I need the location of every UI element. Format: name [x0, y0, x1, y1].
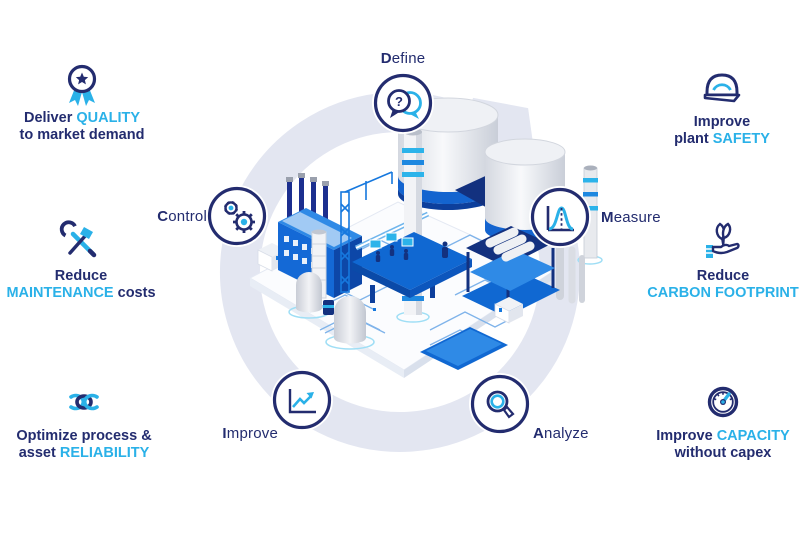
analyze-label: Analyze: [533, 425, 589, 442]
analyze-step-icon: [469, 373, 531, 435]
bell-curve-chart-icon: [546, 206, 574, 232]
step-label-initial: C: [157, 208, 169, 225]
benefit-text-line: asset RELIABILITY: [16, 445, 151, 462]
svg-text:?: ?: [395, 94, 403, 109]
define-label: Define: [380, 50, 426, 67]
rising-chart-arrow-icon: [288, 389, 316, 414]
benefit-text-segment: CAPACITY: [716, 428, 790, 444]
benefit-text-line: Reduce: [647, 268, 798, 285]
benefit-text-segment: SAFETY: [712, 130, 770, 147]
control-room-platform: [352, 232, 472, 303]
workers: [375, 241, 448, 262]
pipe-stack: [556, 236, 585, 304]
control-label: Control: [157, 208, 207, 225]
benefit-text-segment: to market demand: [19, 126, 145, 143]
benefit-text-segment: Optimize process &: [16, 428, 152, 444]
benefit-text-segment: costs: [113, 284, 156, 301]
gears-icon: [224, 201, 255, 233]
quality-award-icon: [67, 64, 97, 106]
benefit-text-segment: Improve: [656, 428, 717, 444]
benefit-text-segment: QUALITY: [76, 110, 141, 126]
improve-step-icon: [271, 369, 333, 431]
benefit-text-segment: Improve: [693, 114, 751, 130]
speech-bubbles-question-icon: ?: [387, 89, 422, 119]
crane: [340, 171, 393, 293]
benefit-text-line: Reduce: [6, 268, 155, 285]
small-unit-box: [494, 297, 523, 324]
benefit-text-line: Improve CAPACITY: [656, 428, 789, 445]
step-label-initial: A: [533, 425, 545, 442]
benefit-text-segment: plant: [674, 130, 713, 147]
benefit-text-segment: MAINTENANCE: [6, 284, 114, 301]
reliability-chain-icon: [69, 393, 99, 411]
benefit-text-line: Deliver QUALITY: [20, 110, 145, 127]
plant-illustration: [248, 97, 603, 378]
define-step-icon: ?: [372, 72, 434, 134]
round-tanks: [296, 272, 366, 344]
control-step-icon: [206, 185, 268, 247]
benefit-text-line: plant SAFETY: [674, 131, 770, 148]
loading-platform: [420, 327, 508, 370]
maintenance-tools-icon: [59, 220, 97, 258]
frame-building: [462, 226, 560, 317]
benefit-text-segment: Deliver: [23, 110, 77, 126]
benefit-text-line: Improve: [674, 114, 770, 131]
benefit-text-segment: Reduce: [54, 268, 108, 284]
safety-helmet-icon: [703, 73, 741, 103]
step-label-initial: I: [222, 425, 227, 442]
benefit-text-line: without capex: [656, 445, 789, 462]
benefit-text-segment: RELIABILITY: [59, 444, 150, 461]
benefit-text-segment: Reduce: [696, 268, 750, 284]
step-label-initial: M: [601, 209, 614, 226]
benefit-text-line: Optimize process &: [16, 428, 151, 445]
step-label-initial: D: [380, 50, 392, 67]
benefit-text-segment: asset: [18, 444, 60, 461]
benefit-text-segment: CARBON FOOTPRINT: [647, 284, 799, 301]
magnifying-glass-icon: [486, 390, 515, 419]
benefit-text-line: CARBON FOOTPRINT: [647, 285, 798, 302]
benefit-text-segment: without capex: [674, 444, 772, 461]
benefit-text-line: to market demand: [20, 127, 145, 144]
benefit-text-line: MAINTENANCE costs: [6, 285, 155, 302]
measure-step-icon: [529, 186, 591, 248]
carbon-plant-hand-icon: [706, 222, 740, 258]
improve-label: Improve: [222, 425, 278, 442]
measure-label: Measure: [601, 209, 661, 226]
capacity-gauge-icon: [707, 386, 739, 418]
benefit-optimize-reliability: Optimize process &asset RELIABILITY: [4, 378, 164, 461]
